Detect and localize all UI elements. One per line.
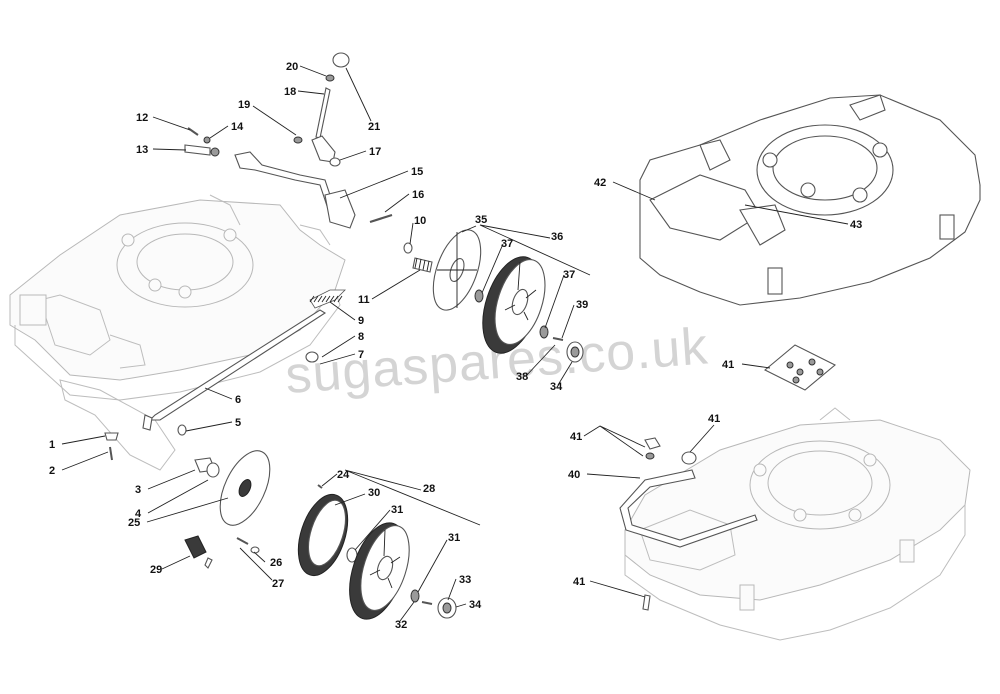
callout-12: 12 [136,112,148,124]
hardware-bag [764,344,836,391]
callout-37-outer: 37 [563,269,575,281]
callout-31-front-gear: 31 [391,504,403,516]
callout-39: 39 [576,299,588,311]
callout-28: 28 [423,483,435,495]
callout-37-inner: 37 [501,238,513,250]
callout-6: 6 [235,394,241,406]
callout-3: 3 [135,484,141,496]
callout-15: 15 [411,166,423,178]
callout-40: 40 [568,469,580,481]
rear-wheel-assembly [432,229,584,363]
bottom-right-mower-deck [624,407,971,641]
callout-43: 43 [850,219,862,231]
callout-42: 42 [594,177,606,189]
left-mower-deck [9,194,346,471]
callout-11: 11 [358,294,370,306]
callout-33: 33 [459,574,471,586]
front-wheel-assembly [184,450,457,620]
callout-31-front-wheel: 31 [448,532,460,544]
callout-10: 10 [414,215,426,227]
callout-8: 8 [358,331,364,343]
callout-9: 9 [358,315,364,327]
callout-35: 35 [475,214,487,226]
height-adjust-lever [184,52,393,229]
callout-26: 26 [270,557,282,569]
callout-17: 17 [369,146,381,158]
callout-24: 24 [337,469,350,481]
rear-axle-assembly [104,242,433,461]
callout-14: 14 [231,121,244,133]
callout-41-bolt: 41 [573,576,585,588]
callout-21: 21 [368,121,380,133]
callout-19: 19 [238,99,250,111]
callout-41-cap: 41 [570,431,582,443]
callout-2: 2 [49,465,55,477]
top-right-mower-deck [639,94,981,306]
handle-assembly [619,344,836,611]
callout-13: 13 [136,144,148,156]
callout-5: 5 [235,417,241,429]
callout-38: 38 [516,371,528,383]
callout-25: 25 [128,517,140,529]
callout-16: 16 [412,189,424,201]
callout-32: 32 [395,619,407,631]
callout-41-plug: 41 [708,413,720,425]
leader-lines [61,65,849,622]
callout-34-rear: 34 [550,381,563,393]
callout-1: 1 [49,439,55,451]
callout-30: 30 [368,487,380,499]
callout-27: 27 [272,578,284,590]
callout-4: 4 [135,508,142,520]
callout-41-bag: 41 [722,359,734,371]
callout-34-front: 34 [469,599,482,611]
callout-36: 36 [551,231,563,243]
callout-29: 29 [150,564,162,576]
callout-20: 20 [286,61,298,73]
spring [309,295,343,303]
callout-18: 18 [284,86,296,98]
callout-7: 7 [358,349,364,361]
callout-labels: 1 2 3 4 5 6 7 8 9 10 11 12 13 14 15 16 1… [49,61,862,631]
